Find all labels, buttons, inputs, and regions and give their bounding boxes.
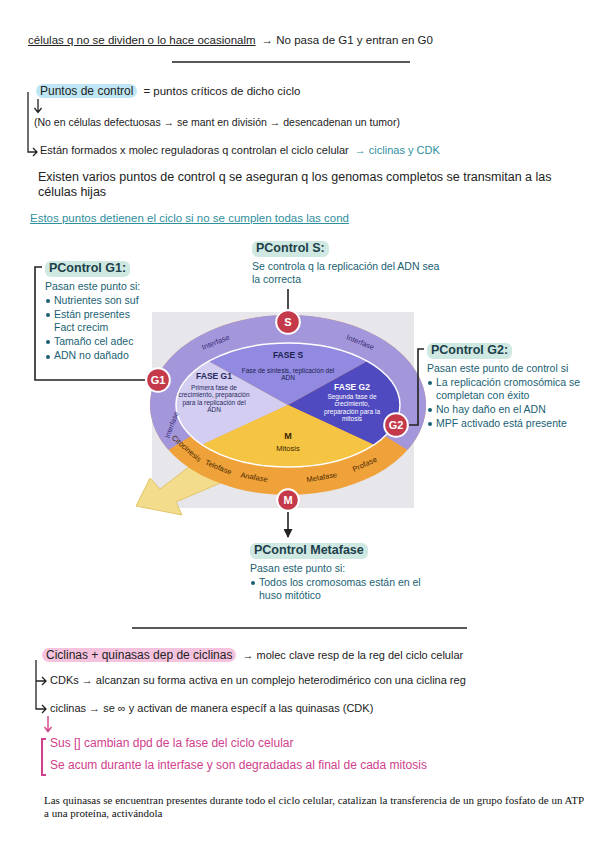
checkpoint-title: PControl G1: [45,261,130,277]
checkpoint-letter: S [284,316,291,328]
checkpoint-note: PControl MetafasePasan este punto si:Tod… [250,540,435,602]
checkpoint-note: PControl G1: Pasan este punto si:Nutrient… [45,258,150,362]
cell-cycle-wheel [136,312,426,515]
note-text: = puntos críticos de dicho ciclo [143,85,300,99]
phase-description: Fase de síntesis, replicación del ADN [240,367,336,382]
checkpoint-item: Están presentes Fact crecim [45,308,150,334]
down-arrow [35,99,42,113]
note-text: (No en células defectuosas → se mant en … [34,116,400,129]
note-text: Están formados x molec reguladoras q con… [40,144,349,157]
band-name: Interfase [345,334,375,353]
checkpoint-item: Todos los cromosomas están en el huso mi… [250,576,435,602]
checkpoint-marker: G1 [145,367,171,393]
note-paragraph: Las quinasas se encuentran presentes dur… [44,794,584,820]
note-text: células q no se dividen o lo hace ocasio… [28,34,256,48]
marker-circle-shape [146,368,170,392]
bracket [42,739,46,775]
checkpoint-text: Pasan este punto si: [250,562,435,575]
checkpoint-letter: G1 [151,374,166,386]
subphase-name: Citocinesis [169,434,202,464]
marker-circle-shape [276,310,300,334]
note-text: → No pasa de G1 y entran en G0 [262,34,433,48]
section-heading: Estos puntos detienen el ciclo si no se … [30,212,349,226]
note-text: ciclinas → se ∞ y activan de manera espe… [50,702,373,715]
phase-name: FASE S [273,351,303,361]
subphase-name: Profase [351,456,378,475]
bracket [36,660,46,713]
subphase-name: Telofase [203,459,232,477]
leader-line [287,289,289,309]
checkpoint-letter: M [283,494,292,506]
checkpoint-item: No hay daño en el ADN [427,403,589,416]
disk-edge [176,343,400,467]
note-text: Existen varios puntos de control q se as… [38,170,590,200]
divider [172,61,410,63]
checkpoint-item: Tamaño cel adec [45,335,150,348]
subphase-name: Anafase [240,471,269,484]
phase-description: Primera fase de crecimiento, preparación… [177,384,251,414]
note-text: CDKs → alcanzan su forma activa en un co… [50,674,466,687]
phase-description: Mitosis [276,445,299,454]
checkpoint-item: Nutrientes son suf [45,294,150,307]
checkpoint-title: PControl G2: [427,343,512,359]
divider [132,627,467,629]
topic-heading: Puntos de control [36,84,137,98]
mitosis-band [150,315,426,495]
band-name: Interfase [164,411,181,439]
down-arrow [45,716,52,732]
checkpoint-marker: S [275,309,301,335]
note-text: → ciclinas y CDK [355,144,440,157]
checkpoint-marker: G2 [383,412,409,438]
checkpoint-text: Pasan este punto de control si [427,362,589,375]
checkpoint-note: PControl G2: Pasan este punto de control … [427,340,589,430]
phase-description: Segunda fase de crecimiento, preparación… [317,393,387,423]
subphase-name: Metafase [306,471,338,485]
checkpoint-title: PControl Metafase [250,543,368,559]
leader-line [287,512,289,537]
marker-circle-shape [384,413,408,437]
band-name: Interfase [201,334,231,353]
checkpoint-text: Se controla q la replicación del ADN sea… [252,260,442,286]
leader-line [409,349,424,425]
note-text: Sus [] cambian dpd de la fase del ciclo … [50,736,293,750]
phase-name: FASE G2 [334,383,370,393]
phase-name: M [284,431,292,441]
checkpoint-item: La replicación cromosómica se completan … [427,376,589,402]
checkpoint-note: PControl S: Se controla q la replicación … [252,238,442,286]
checkpoint-item: MPF activado está presente [427,417,589,430]
checkpoint-title: PControl S: [252,241,329,257]
checkpoint-marker: M [276,488,300,512]
marker-circle-shape [277,489,299,511]
note-text: → molec clave resp de la reg del ciclo c… [242,649,463,662]
checkpoint-letter: G2 [389,419,404,431]
note-text: Se acum durante la interfase y son degra… [50,758,427,772]
checkpoint-text: Pasan este punto si: [45,280,150,293]
topic-heading: Ciclinas + quinasas dep de ciclinas [42,648,236,662]
checkpoint-item: ADN no dañado [45,349,150,362]
phase-name: FASE G1 [196,372,232,382]
